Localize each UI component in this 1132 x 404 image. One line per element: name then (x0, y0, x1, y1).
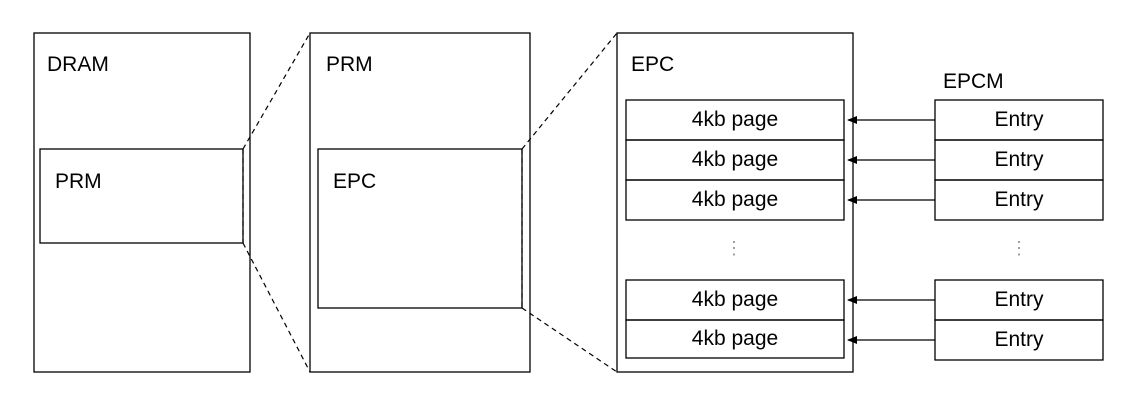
epc-title: EPC (631, 53, 675, 76)
prm-title: PRM (326, 53, 373, 76)
epcm-entry-label: Entry (994, 148, 1044, 171)
epc-page-cells (625, 99, 845, 359)
epcm-ellipsis: ⋮ (1010, 238, 1028, 258)
prm-epc-label: EPC (333, 170, 377, 193)
prm-epc-region (317, 148, 523, 309)
zoom-line-bottom-2 (521, 307, 618, 373)
epcm-title: EPCM (943, 70, 1004, 93)
dram-prm-label: PRM (55, 170, 102, 193)
epc-page-label: 4kb page (691, 327, 779, 350)
dram-prm-region (39, 148, 244, 244)
epcm-entry-label: Entry (994, 328, 1044, 351)
entry-to-page-arrows (847, 116, 935, 344)
zoom-line-top-2 (521, 32, 618, 150)
epc-ellipsis: ⋮ (725, 238, 743, 258)
epc-page-cell (625, 179, 845, 221)
epcm-entry-label: Entry (994, 288, 1044, 311)
epcm-entry-label: Entry (994, 188, 1044, 211)
epc-page-label: 4kb page (691, 108, 779, 131)
prm-box (309, 32, 531, 373)
epc-page-cell (625, 319, 845, 359)
epc-page-label: 4kb page (691, 288, 779, 311)
zoom-line-top-1 (242, 32, 311, 150)
dram-title: DRAM (47, 53, 109, 76)
epc-page-label: 4kb page (691, 188, 779, 211)
epc-page-label: 4kb page (691, 148, 779, 171)
epcm-entry-label: Entry (994, 108, 1044, 131)
zoom-line-bottom-1 (242, 242, 311, 373)
dram-box (33, 32, 251, 373)
